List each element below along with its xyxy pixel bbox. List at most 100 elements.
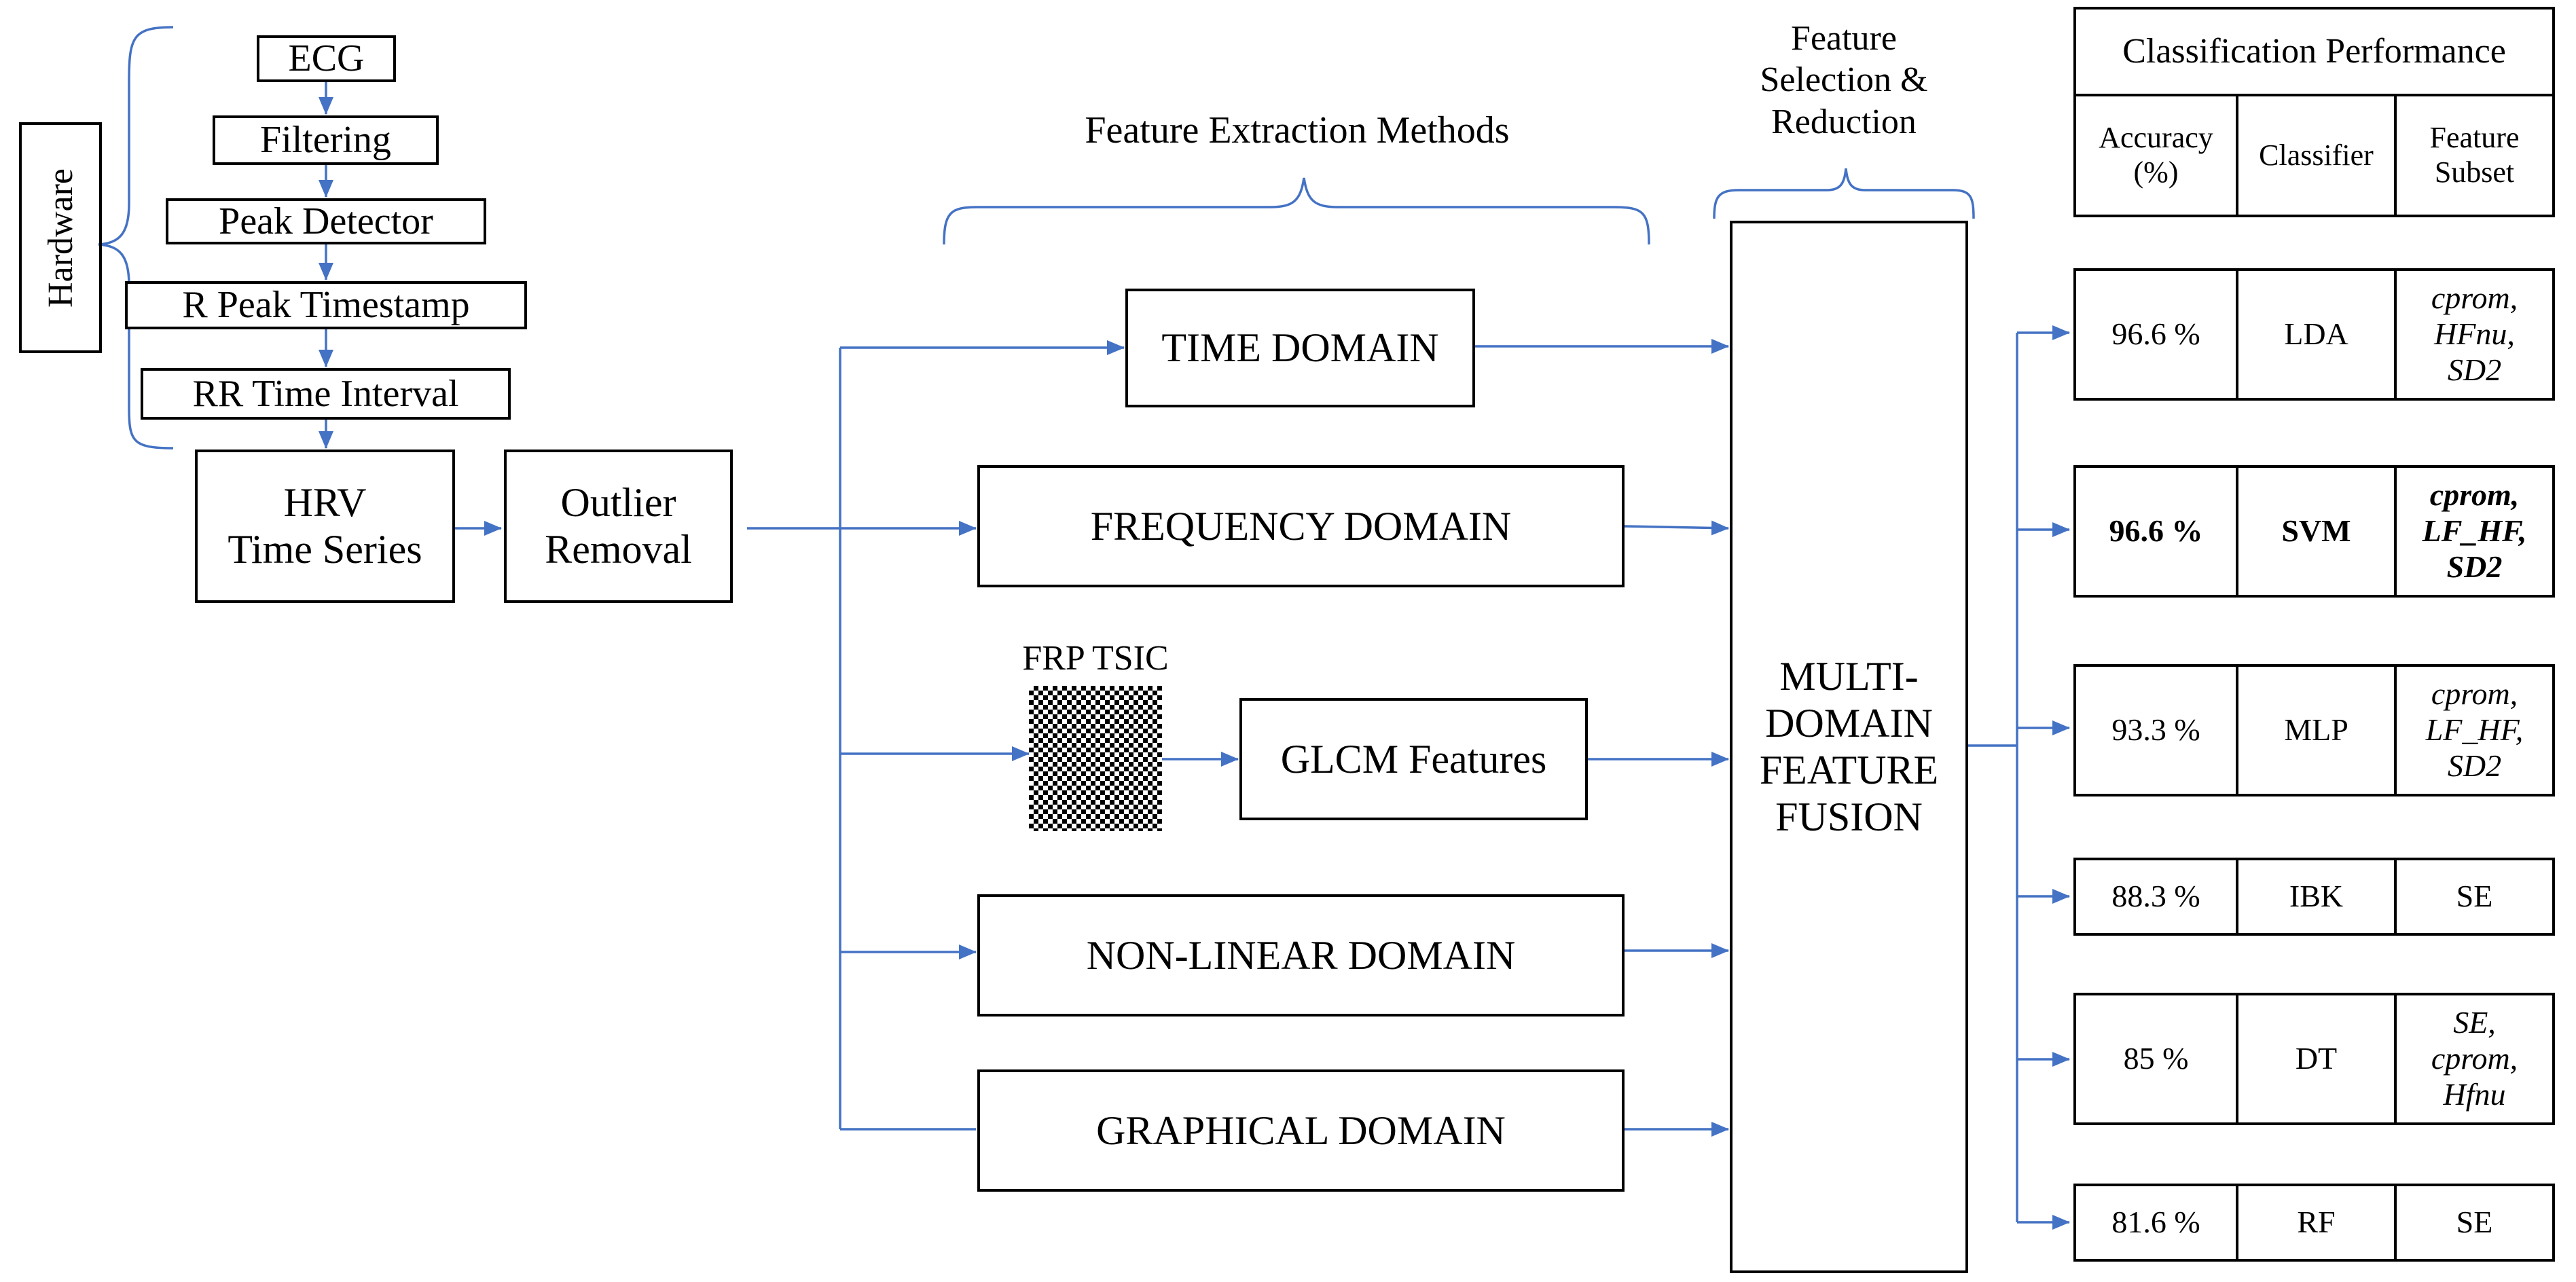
r-peak-timestamp-box: R Peak Timestamp xyxy=(125,281,527,329)
classifier-value: RF xyxy=(2297,1205,2336,1240)
row-col-divider-1 xyxy=(2236,667,2238,794)
feature-subset-value: SE xyxy=(2456,879,2493,914)
peak-detector-box: Peak Detector xyxy=(166,198,486,244)
feature-subset-value: SE xyxy=(2456,1205,2493,1240)
result-row: 96.6 % SVM cprom,LF_HF,SD2 xyxy=(2073,465,2555,598)
feature-fusion-box: MULTI- DOMAIN FEATURE FUSION xyxy=(1730,221,1968,1273)
feature-subset-value: cprom, xyxy=(2429,477,2520,513)
row-col-divider-2 xyxy=(2394,667,2397,794)
frp-tsic-image xyxy=(1029,686,1162,831)
classifier-value: LDA xyxy=(2284,316,2348,352)
feature-subset-cell: cprom,LF_HF,SD2 xyxy=(2397,667,2552,794)
fusion-line-4: FUSION xyxy=(1775,794,1923,839)
hardware-brace xyxy=(98,26,174,450)
feature-subset-value: cprom, xyxy=(2431,1041,2518,1076)
performance-title-divider xyxy=(2076,94,2552,96)
ecg-label: ECG xyxy=(288,37,365,80)
feature-extraction-brace xyxy=(943,177,1650,245)
result-row: 88.3 % IBK SE xyxy=(2073,858,2555,936)
performance-col-divider-1 xyxy=(2236,94,2238,215)
graphical-domain-label: GRAPHICAL DOMAIN xyxy=(1096,1107,1506,1153)
header-subset-line-1: Feature xyxy=(2429,121,2520,155)
classifier-cell: IBK xyxy=(2238,860,2394,933)
feature-subset-value: LF_HF, xyxy=(2425,712,2524,748)
header-feature-subset: Feature Subset xyxy=(2397,96,2552,215)
hardware-label: Hardware xyxy=(19,122,102,353)
accuracy-cell: 96.6 % xyxy=(2076,271,2236,398)
row-col-divider-2 xyxy=(2394,271,2397,398)
accuracy-value: 93.3 % xyxy=(2111,712,2200,748)
hardware-label-text: Hardware xyxy=(41,168,80,308)
feature-subset-value: cprom, xyxy=(2431,676,2518,712)
glcm-features-label: GLCM Features xyxy=(1280,736,1547,782)
feature-subset-value: SD2 xyxy=(2447,352,2502,387)
row-col-divider-2 xyxy=(2394,995,2397,1122)
classifier-cell: MLP xyxy=(2238,667,2394,794)
feature-subset-cell: SE,cprom,Hfnu xyxy=(2397,995,2552,1122)
classifier-value: SVM xyxy=(2281,513,2351,549)
feature-subset-cell: SE xyxy=(2397,860,2552,933)
nonlinear-domain-box: NON-LINEAR DOMAIN xyxy=(977,894,1625,1017)
header-classifier-line-1: Classifier xyxy=(2259,138,2374,172)
feature-selection-line-2: Selection & xyxy=(1760,60,1928,100)
row-col-divider-2 xyxy=(2394,1186,2397,1259)
feature-subset-value: LF_HF, xyxy=(2422,513,2527,549)
header-accuracy: Accuracy (%) xyxy=(2076,96,2236,215)
feature-subset-value: SD2 xyxy=(2446,549,2503,584)
accuracy-cell: 93.3 % xyxy=(2076,667,2236,794)
classifier-value: MLP xyxy=(2284,712,2348,748)
frequency-domain-box: FREQUENCY DOMAIN xyxy=(977,465,1625,587)
header-accuracy-line-2: (%) xyxy=(2133,155,2179,189)
classifier-cell: DT xyxy=(2238,995,2394,1122)
filtering-label: Filtering xyxy=(260,119,391,162)
performance-title: Classification Performance xyxy=(2122,32,2506,71)
hrv-time-series-box: HRV Time Series xyxy=(195,450,455,603)
classifier-value: DT xyxy=(2295,1041,2338,1076)
feature-subset-cell: cprom,HFnu,SD2 xyxy=(2397,271,2552,398)
outlier-line-1: Outlier xyxy=(560,480,676,525)
result-row: 93.3 % MLP cprom,LF_HF,SD2 xyxy=(2073,664,2555,796)
row-col-divider-1 xyxy=(2236,271,2238,398)
filtering-box: Filtering xyxy=(213,115,439,165)
feature-subset-cell: SE xyxy=(2397,1186,2552,1259)
fusion-line-3: FEATURE xyxy=(1759,748,1939,792)
accuracy-value: 96.6 % xyxy=(2109,513,2203,549)
feature-subset-value: SD2 xyxy=(2447,748,2502,783)
glcm-features-box: GLCM Features xyxy=(1239,698,1588,820)
frp-tsic-label: FRP TSIC xyxy=(1022,639,1169,678)
header-classifier: Classifier xyxy=(2238,96,2394,215)
feature-subset-value: SE, xyxy=(2453,1005,2496,1040)
rr-time-interval-box: RR Time Interval xyxy=(141,368,511,420)
header-subset-line-2: Subset xyxy=(2434,155,2515,189)
accuracy-cell: 88.3 % xyxy=(2076,860,2236,933)
classifier-cell: RF xyxy=(2238,1186,2394,1259)
time-domain-label: TIME DOMAIN xyxy=(1161,325,1439,370)
feature-subset-value: cprom, xyxy=(2431,280,2518,316)
feature-subset-cell: cprom,LF_HF,SD2 xyxy=(2397,468,2552,595)
feature-selection-title: Feature Selection & Reduction xyxy=(1718,12,1970,148)
nonlinear-domain-label: NON-LINEAR DOMAIN xyxy=(1086,932,1516,978)
result-row: 96.6 % LDA cprom,HFnu,SD2 xyxy=(2073,268,2555,401)
classifier-cell: LDA xyxy=(2238,271,2394,398)
row-col-divider-2 xyxy=(2394,468,2397,595)
accuracy-cell: 96.6 % xyxy=(2076,468,2236,595)
r-peak-timestamp-label: R Peak Timestamp xyxy=(182,284,470,327)
hrv-line-1: HRV xyxy=(283,480,367,525)
accuracy-value: 81.6 % xyxy=(2111,1205,2200,1240)
accuracy-value: 88.3 % xyxy=(2111,879,2200,914)
graphical-domain-box: GRAPHICAL DOMAIN xyxy=(977,1069,1625,1192)
feature-selection-line-1: Feature xyxy=(1791,18,1897,58)
rr-time-interval-label: RR Time Interval xyxy=(192,372,459,415)
fusion-line-2: DOMAIN xyxy=(1765,701,1933,746)
feature-subset-value: Hfnu xyxy=(2443,1076,2506,1112)
accuracy-cell: 85 % xyxy=(2076,995,2236,1122)
row-col-divider-1 xyxy=(2236,468,2238,595)
hrv-line-2: Time Series xyxy=(228,527,422,572)
feature-selection-line-3: Reduction xyxy=(1771,102,1917,141)
outlier-line-2: Removal xyxy=(545,527,692,572)
frequency-domain-label: FREQUENCY DOMAIN xyxy=(1090,503,1512,549)
classifier-value: IBK xyxy=(2289,879,2344,914)
feature-selection-brace xyxy=(1713,168,1975,219)
header-accuracy-line-1: Accuracy xyxy=(2099,121,2213,155)
